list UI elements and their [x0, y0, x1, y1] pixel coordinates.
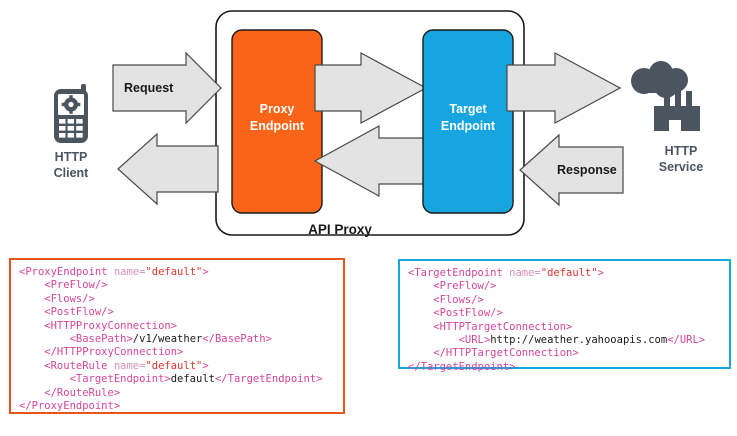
- code-line: <URL>http://weather.yahooapis.com</URL>: [408, 334, 721, 347]
- service-response-arrow: [519, 133, 624, 207]
- code-token: </RouteRule>: [19, 386, 121, 399]
- code-line: <PreFlow/>: [19, 279, 335, 292]
- code-line: <HTTPTargetConnection>: [408, 321, 721, 334]
- code-token: <PreFlow/>: [408, 280, 497, 293]
- target-endpoint-label-line1: Target: [449, 102, 487, 116]
- code-token: >: [597, 267, 604, 279]
- code-token: <PostFlow/>: [19, 306, 114, 319]
- proxy-endpoint-config-block: <ProxyEndpoint name="default"> <PreFlow/…: [9, 258, 345, 414]
- code-line: </ProxyEndpoint>: [19, 400, 335, 413]
- code-line: <Flows/>: [19, 293, 335, 306]
- proxy-to-target-arrow: [314, 51, 428, 125]
- proxy-endpoint-label-line1: Proxy: [260, 102, 295, 116]
- request-arrow-label: Request: [124, 81, 174, 95]
- code-token: >: [202, 266, 209, 278]
- api-proxy-container-label: API Proxy: [308, 222, 372, 237]
- api-proxy-diagram: Request Proxy Endpoint Target Endpoint R…: [54, 10, 704, 237]
- code-token: <RouteRule: [19, 359, 114, 372]
- code-token: name=: [113, 266, 146, 278]
- request-arrow: [112, 51, 222, 125]
- code-token: </HTTPTargetConnection>: [408, 347, 579, 360]
- code-token: </URL>: [667, 333, 706, 346]
- code-token: </BasePath>: [202, 332, 272, 345]
- code-token: </ProxyEndpoint>: [19, 399, 121, 412]
- code-line: <HTTPProxyConnection>: [19, 320, 335, 333]
- code-token: </TargetEndpoint>: [408, 360, 516, 373]
- code-token: default: [170, 373, 215, 386]
- proxy-endpoint-box: [231, 29, 323, 214]
- client-response-arrow: [117, 132, 219, 206]
- code-line: </RouteRule>: [19, 387, 335, 400]
- code-token: <PreFlow/>: [19, 279, 108, 292]
- code-token: name=: [113, 359, 146, 372]
- http-client-label-line1: HTTP: [55, 150, 88, 164]
- code-line: <BasePath>/v1/weather</BasePath>: [19, 333, 335, 346]
- code-token: <ProxyEndpoint: [19, 266, 114, 278]
- code-token: </HTTPProxyConnection>: [19, 346, 184, 359]
- code-line: <TargetEndpoint>default</TargetEndpoint>: [19, 373, 335, 386]
- http-client-label-line2: Client: [54, 166, 90, 180]
- code-line: <ProxyEndpoint name="default">: [19, 266, 335, 279]
- target-to-service-arrow: [506, 51, 622, 125]
- code-line: </HTTPTargetConnection>: [408, 347, 721, 360]
- code-line: <TargetEndpoint name="default">: [408, 267, 721, 280]
- code-line: <PostFlow/>: [408, 307, 721, 320]
- code-line: </TargetEndpoint>: [408, 361, 721, 374]
- response-arrow-label: Response: [557, 163, 617, 177]
- cloud-factory-icon: [631, 61, 700, 131]
- target-endpoint-box: [422, 29, 514, 214]
- code-token: name=: [509, 267, 541, 279]
- code-token: <HTTPProxyConnection>: [19, 319, 178, 332]
- code-token: <PostFlow/>: [408, 307, 503, 320]
- target-endpoint-label-line2: Endpoint: [441, 119, 496, 133]
- code-line: <RouteRule name="default">: [19, 360, 335, 373]
- code-token: http://weather.yahooapis.com: [490, 333, 668, 346]
- http-service-label-line1: HTTP: [665, 144, 698, 158]
- code-line: <Flows/>: [408, 294, 721, 307]
- code-token: <TargetEndpoint: [408, 267, 510, 279]
- target-to-proxy-arrow: [313, 124, 425, 198]
- proxy-endpoint-label-line2: Endpoint: [250, 119, 305, 133]
- code-line: <PostFlow/>: [19, 306, 335, 319]
- code-token: <URL>: [408, 333, 491, 346]
- code-token: /v1/weather: [132, 332, 203, 345]
- target-endpoint-config-block: <TargetEndpoint name="default"> <PreFlow…: [398, 259, 731, 373]
- mobile-phone-gear-icon: [54, 84, 88, 143]
- code-token: "default": [540, 267, 598, 279]
- code-token: </TargetEndpoint>: [214, 373, 323, 386]
- code-token: <HTTPTargetConnection>: [408, 320, 573, 333]
- code-token: <Flows/>: [19, 292, 95, 305]
- code-line: <PreFlow/>: [408, 280, 721, 293]
- code-token: >: [202, 359, 209, 372]
- code-token: "default": [145, 266, 203, 278]
- http-service-label-line2: Service: [659, 160, 704, 174]
- code-token: <Flows/>: [408, 293, 484, 306]
- code-token: "default": [145, 359, 203, 372]
- code-token: <BasePath>: [19, 332, 133, 345]
- code-token: <TargetEndpoint>: [19, 373, 171, 386]
- code-line: </HTTPProxyConnection>: [19, 346, 335, 359]
